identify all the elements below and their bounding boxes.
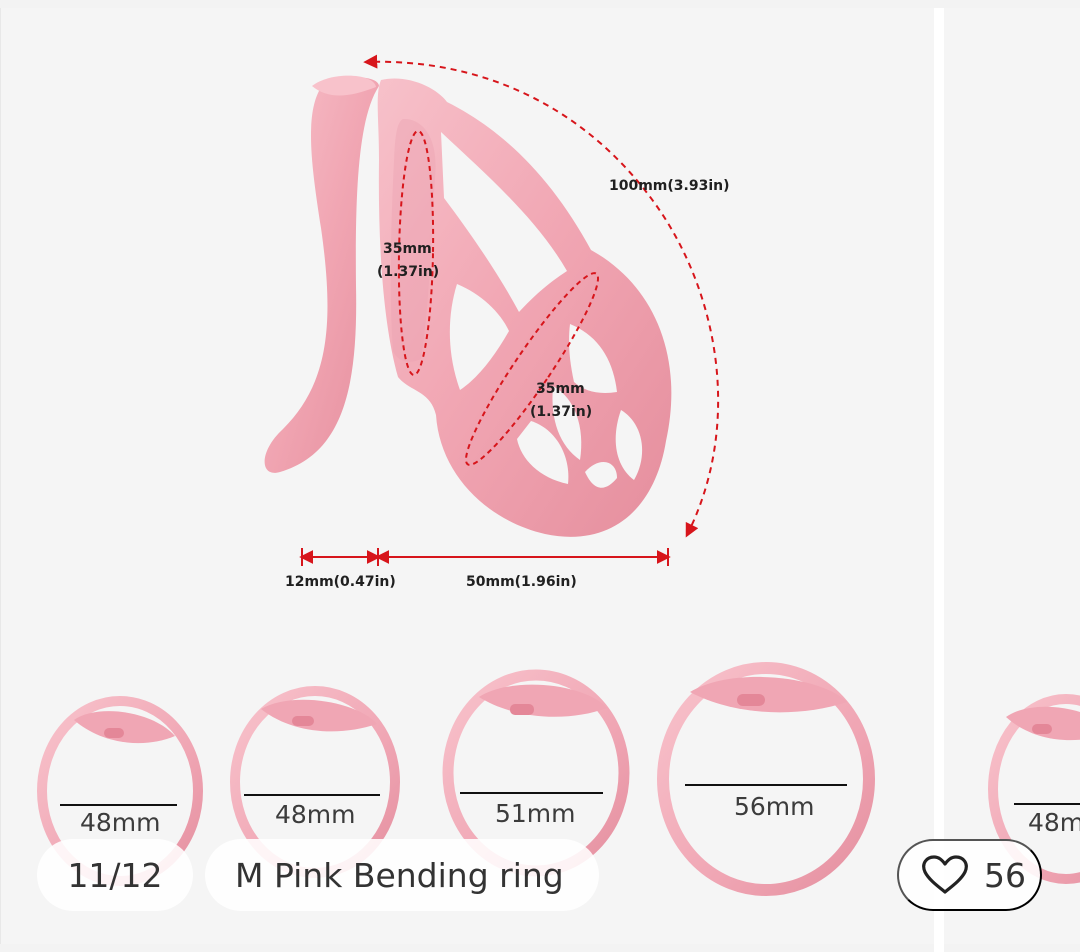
pink-product-silhouette [264, 75, 672, 537]
image-counter-text: 11/12 [67, 855, 163, 895]
length-curve-label: 100mm(3.93in) [609, 178, 730, 194]
next-product-image-preview[interactable]: 48m [944, 8, 1080, 944]
ring-size-56mm: 56mm [734, 792, 815, 821]
product-variant-title[interactable]: M Pink Bending ring [205, 839, 599, 911]
gap-width-label: 12mm(0.47in) [285, 574, 396, 590]
like-count: 56 [984, 855, 1026, 895]
next-ring-size-label: 48m [1028, 808, 1080, 837]
ring-size-51mm: 51mm [495, 799, 576, 828]
dimension-lines [299, 54, 720, 566]
dimension-labels: 100mm(3.93in) 35mm (1.37in) 35mm (1.37in… [285, 178, 730, 590]
product-variant-title-text: M Pink Bending ring [235, 855, 564, 895]
next-ring-preview: 48m [988, 694, 1080, 884]
product-dimension-diagram: 100mm(3.93in) 35mm (1.37in) 35mm (1.37in… [37, 54, 875, 896]
ring-size-48mm-first: 48mm [80, 808, 161, 837]
heart-outline-icon [922, 855, 968, 894]
like-button[interactable]: 56 [897, 839, 1042, 911]
slide-divider [934, 8, 944, 952]
top-diameter-value: 35mm [383, 241, 432, 257]
ring-sizes: 48mm 48mm 51mm [37, 662, 875, 896]
middle-diameter-inch: (1.37in) [530, 404, 592, 420]
body-width-label: 50mm(1.96in) [466, 574, 577, 590]
ring-size-48mm-second: 48mm [275, 800, 356, 829]
top-diameter-inch: (1.37in) [377, 264, 439, 280]
image-counter: 11/12 [37, 839, 193, 911]
ring-56mm: 56mm [657, 662, 875, 896]
current-product-image[interactable]: 100mm(3.93in) 35mm (1.37in) 35mm (1.37in… [0, 8, 935, 944]
middle-diameter-value: 35mm [536, 381, 585, 397]
